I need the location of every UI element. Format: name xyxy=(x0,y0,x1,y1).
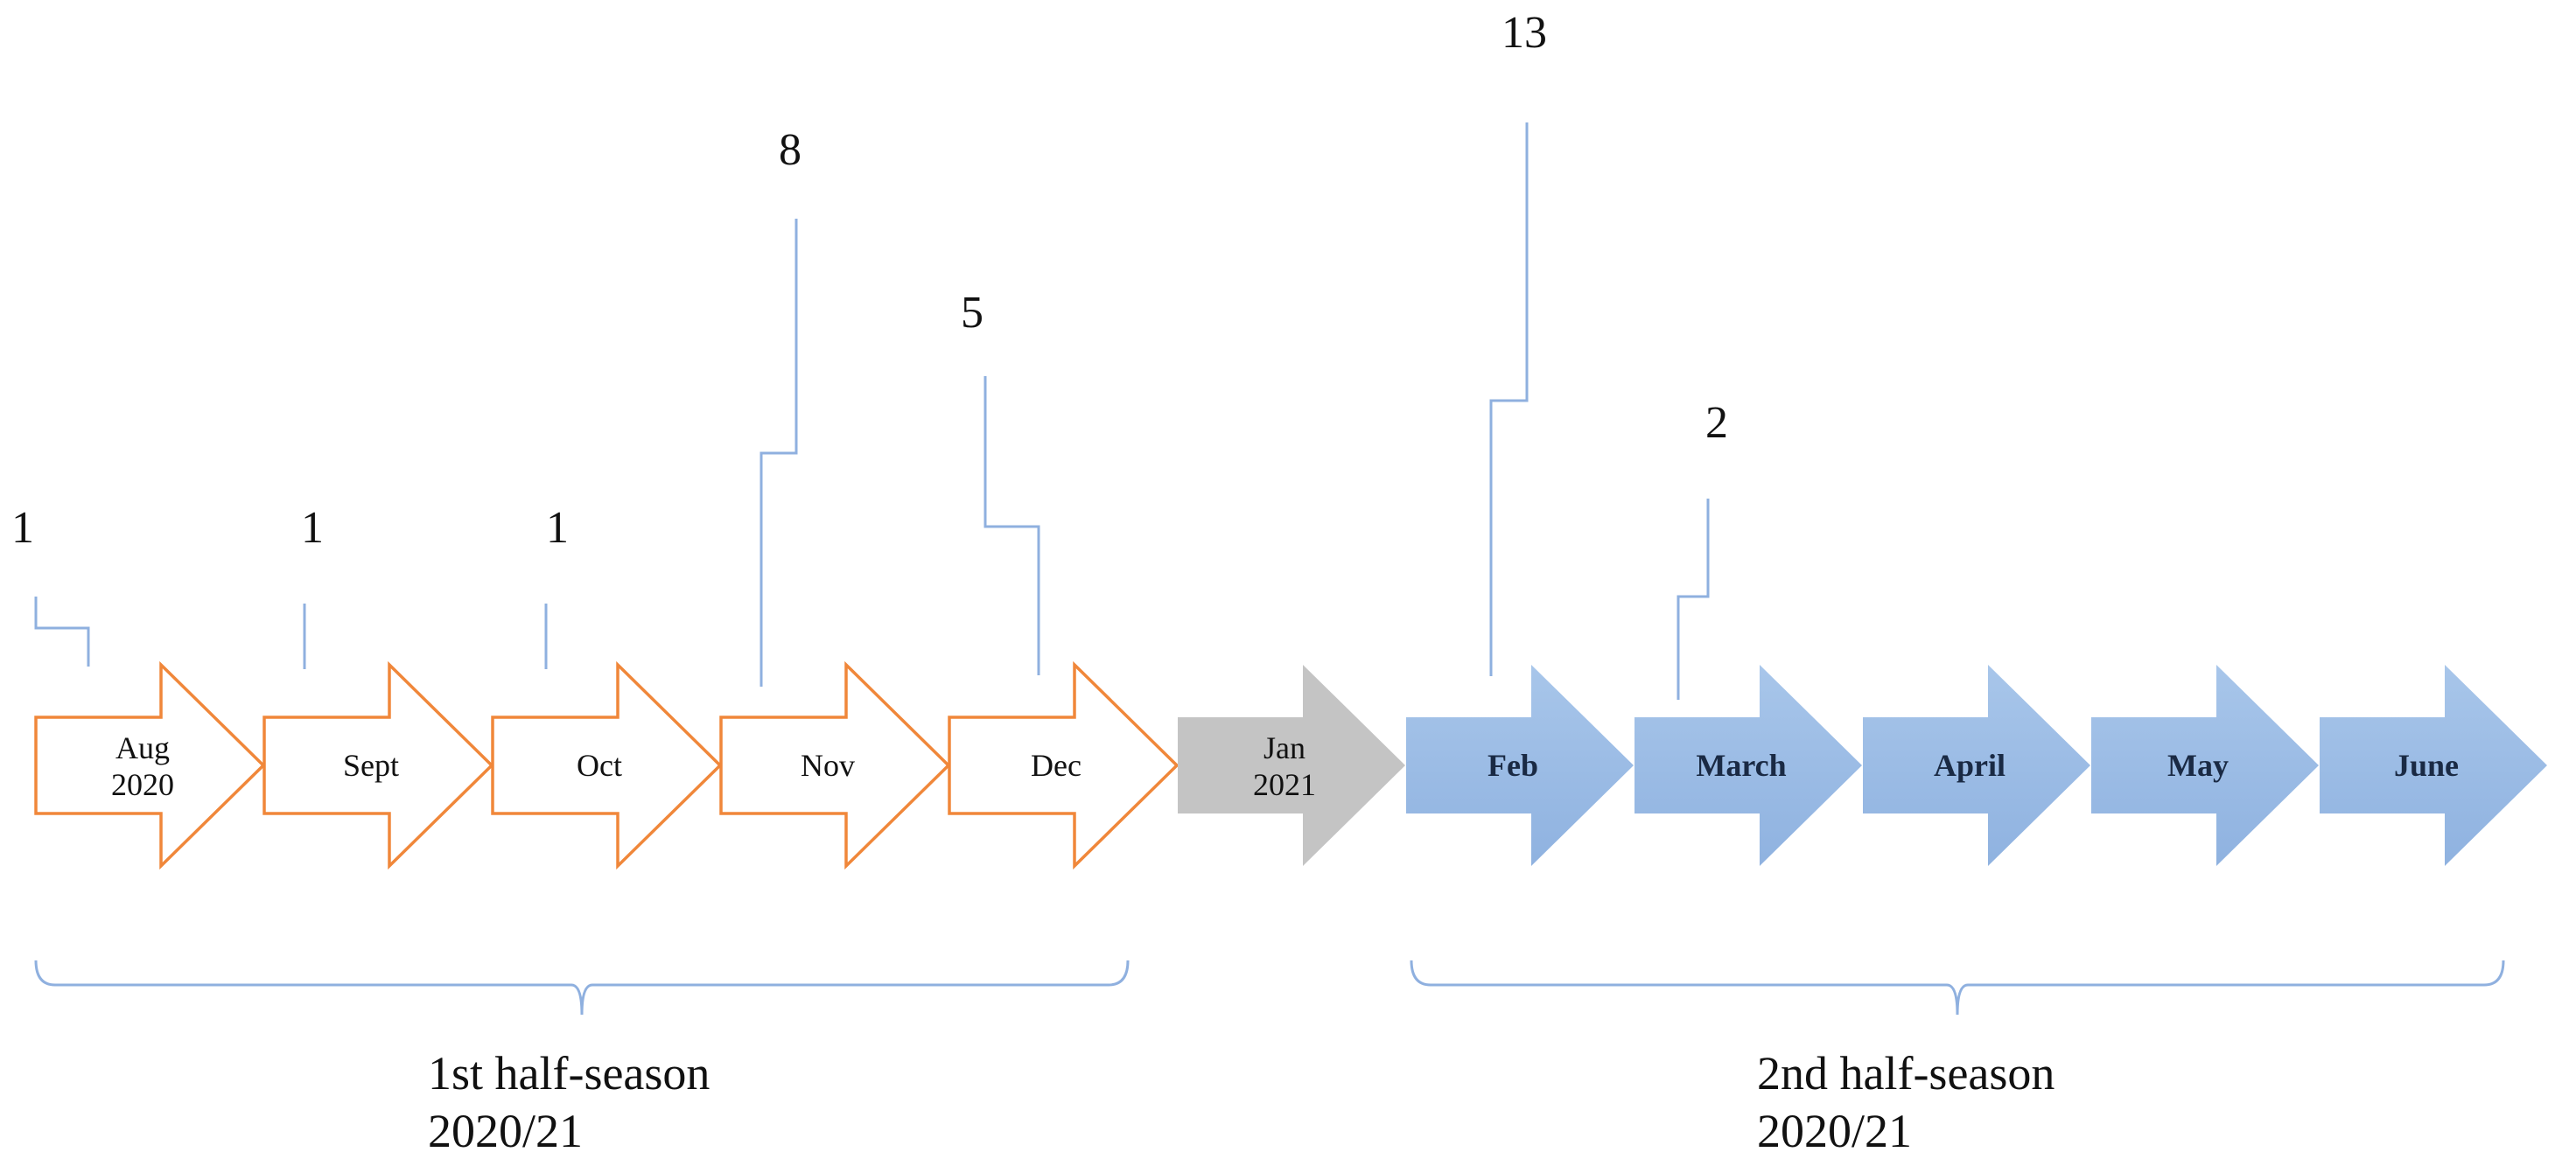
connector-line-march xyxy=(1676,499,1710,700)
arrow-shape xyxy=(1863,665,2090,866)
arrow-shape xyxy=(491,660,723,870)
month-arrow-june: June xyxy=(2320,665,2547,866)
season-brace xyxy=(34,960,1130,1016)
month-label: Sept xyxy=(343,748,399,783)
connector-line-dec xyxy=(984,376,1040,675)
arrow-shape xyxy=(262,660,494,870)
month-arrow-feb: Feb xyxy=(1406,665,1634,866)
month-label: Nov xyxy=(801,748,855,783)
month-label: Feb xyxy=(1488,748,1538,783)
month-arrow-april: April xyxy=(1863,665,2090,866)
connector-line-feb xyxy=(1489,122,1529,676)
month-label: Dec xyxy=(1031,748,1082,783)
connector-line-aug xyxy=(34,597,90,667)
count-connectors xyxy=(34,122,1710,700)
arrow-shape xyxy=(1178,665,1405,866)
month-label: June xyxy=(2394,748,2459,783)
month-arrow-oct: Oct xyxy=(491,660,723,870)
month-arrow-may: May xyxy=(2091,665,2319,866)
month-label: March xyxy=(1696,748,1786,783)
count-label-nov: 8 xyxy=(779,125,802,175)
arrow-shape xyxy=(2091,665,2319,866)
arrow-shape xyxy=(1406,665,1634,866)
season-brace xyxy=(1410,960,2505,1016)
month-label: April xyxy=(1934,748,2006,783)
count-label-oct: 1 xyxy=(546,503,569,553)
arrow-shape xyxy=(948,660,1180,870)
arrow-shape xyxy=(719,660,951,870)
count-label-sept: 1 xyxy=(301,503,324,553)
arrow-shape xyxy=(1634,665,1862,866)
month-arrow-march: March xyxy=(1634,665,1862,866)
month-label: Oct xyxy=(577,748,622,783)
count-label-feb: 13 xyxy=(1502,8,1547,58)
month-arrow-nov: Nov xyxy=(719,660,951,870)
month-arrow-dec: Dec xyxy=(948,660,1180,870)
month-arrow-sept: Sept xyxy=(262,660,494,870)
count-label-march: 2 xyxy=(1705,398,1728,448)
month-label: May xyxy=(2167,748,2229,783)
count-label-aug: 1 xyxy=(11,503,34,553)
arrow-shape xyxy=(34,660,266,870)
connector-line-nov xyxy=(760,219,798,687)
arrow-shape xyxy=(2320,665,2547,866)
count-label-dec: 5 xyxy=(961,288,984,338)
